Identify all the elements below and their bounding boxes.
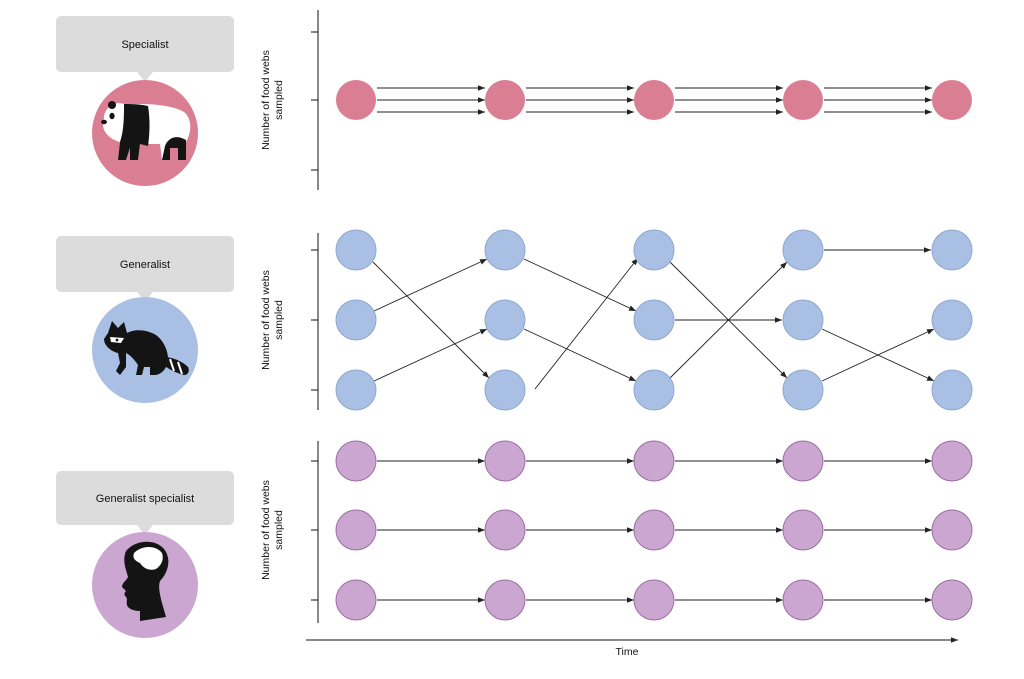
generalist-ylabel-line1: Number of food webs <box>260 270 272 370</box>
generalist-node <box>931 299 973 341</box>
specialist-label: Specialist <box>121 39 168 51</box>
generalist-specialist-node <box>335 509 377 551</box>
generalist-node <box>931 369 973 411</box>
generalist-specialist-nodes <box>335 440 973 621</box>
specialist-nodes <box>336 80 972 120</box>
generalist-specialist-panel-svg: Generalist specialist Number of food web… <box>56 440 973 658</box>
generalist-specialist-badge <box>92 532 198 638</box>
generalist-callout: Generalist <box>56 236 234 302</box>
specialist-badge <box>92 80 198 186</box>
generalist-specialist-node <box>782 440 824 482</box>
specialist-ylabel-line2: sampled <box>273 80 285 120</box>
generalist-specialist-node <box>335 440 377 482</box>
generalist-node <box>633 229 675 271</box>
generalist-specialist-node <box>782 579 824 621</box>
specialist-ylabel-line1: Number of food webs <box>260 50 272 150</box>
generalist-specialist-node <box>633 440 675 482</box>
generalist-specialist-ylabel-line1: Number of food webs <box>260 480 272 580</box>
generalist-specialist-y-axis <box>311 441 319 623</box>
human-head-icon <box>122 541 169 621</box>
generalist-specialist-ylabel-line2: sampled <box>273 510 285 550</box>
generalist-specialist-node <box>484 509 526 551</box>
generalist-ylabel-line2: sampled <box>273 300 285 340</box>
generalist-node <box>484 229 526 271</box>
generalist-node <box>782 229 824 271</box>
callout-pointer <box>137 72 153 82</box>
specialist-edges <box>377 85 932 115</box>
generalist-y-axis <box>311 233 319 410</box>
generalist-node <box>633 299 675 341</box>
generalist-specialist-node <box>931 509 973 551</box>
specialist-node <box>336 80 376 120</box>
generalist-node <box>335 299 377 341</box>
generalist-specialist-node <box>484 579 526 621</box>
specialist-callout: Specialist <box>56 16 234 82</box>
generalist-edges <box>372 247 935 390</box>
generalist-specialist-node <box>633 579 675 621</box>
panda-icon <box>101 101 191 160</box>
specialist-node <box>485 80 525 120</box>
generalist-specialist-node <box>931 440 973 482</box>
specialist-node <box>634 80 674 120</box>
generalist-panel-svg: Generalist Number of food webs sampled <box>56 229 973 411</box>
specialist-node <box>783 80 823 120</box>
generalist-specialist-label: Generalist specialist <box>96 493 194 505</box>
generalist-node <box>782 299 824 341</box>
generalist-specialist-callout: Generalist specialist <box>56 471 234 535</box>
time-axis-label: Time <box>616 646 639 658</box>
generalist-node <box>335 369 377 411</box>
specialist-panel: Specialist Number of food webs sampled <box>0 0 1024 210</box>
specialist-ylabel: Number of food webs sampled <box>260 50 285 150</box>
generalist-node <box>782 369 824 411</box>
generalist-specialist-panel: Generalist specialist Number of food web… <box>0 435 1024 674</box>
generalist-node <box>931 229 973 271</box>
callout-box <box>56 16 234 72</box>
generalist-node <box>484 299 526 341</box>
generalist-specialist-edges <box>377 458 932 603</box>
specialist-node <box>932 80 972 120</box>
time-axis: Time <box>306 637 958 658</box>
specialist-panel-svg: Specialist Number of food webs sampled <box>56 10 972 190</box>
specialist-y-axis <box>311 10 319 190</box>
generalist-badge <box>92 297 198 403</box>
raccoon-icon <box>104 321 189 375</box>
generalist-specialist-node <box>484 440 526 482</box>
generalist-nodes <box>335 229 973 411</box>
generalist-node <box>335 229 377 271</box>
generalist-node <box>633 369 675 411</box>
generalist-specialist-node <box>633 509 675 551</box>
generalist-specialist-ylabel: Number of food webs sampled <box>260 480 285 580</box>
generalist-node <box>484 369 526 411</box>
generalist-panel: Generalist Number of food webs sampled <box>0 225 1024 425</box>
generalist-ylabel: Number of food webs sampled <box>260 270 285 370</box>
callout-box <box>56 236 234 292</box>
generalist-label: Generalist <box>120 259 170 271</box>
generalist-specialist-node <box>782 509 824 551</box>
callout-pointer <box>137 525 153 535</box>
generalist-specialist-node <box>931 579 973 621</box>
callout-box <box>56 471 234 525</box>
generalist-specialist-node <box>335 579 377 621</box>
